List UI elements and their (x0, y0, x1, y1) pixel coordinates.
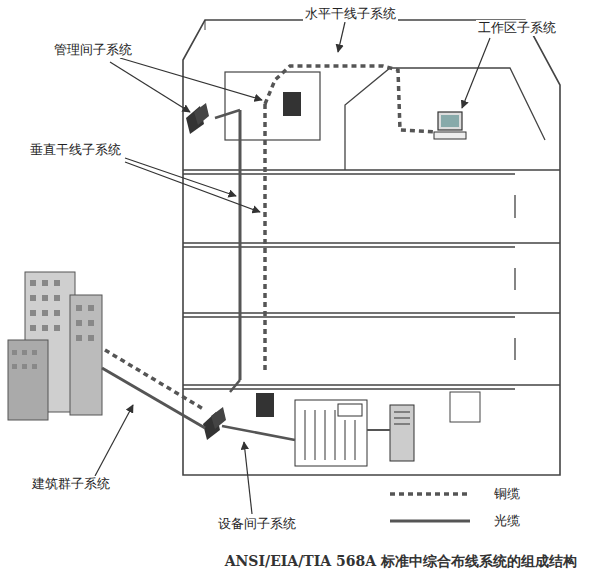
subsystem-label: 设备间子系统 (216, 516, 298, 532)
subsystem-label: 建筑群子系统 (30, 476, 112, 492)
legend-text: 光缆 (492, 513, 522, 529)
subsystem-label: 水平干线子系统 (303, 6, 398, 22)
subsystem-label: 垂直干线子系统 (28, 142, 123, 158)
subsystem-label: 管理间子系统 (52, 42, 134, 58)
subsystem-label: 工作区子系统 (476, 20, 558, 36)
legend-text: 铜缆 (492, 486, 522, 502)
figure-caption: ANSI/EIA/TIA 568A 标准中综合布线系统的组成结构 (225, 553, 577, 571)
workstation-icon (434, 112, 466, 139)
